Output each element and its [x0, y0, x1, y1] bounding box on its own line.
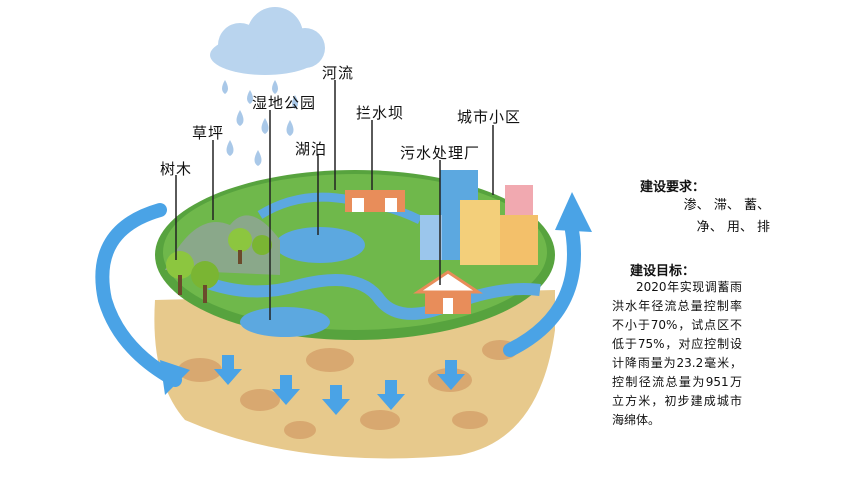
right-cycle-arrow: [503, 213, 581, 357]
wetland-shape: [240, 307, 330, 337]
dam-icon: [345, 190, 405, 212]
label-residential: 城市小区: [457, 108, 522, 126]
label-sewage-plant: 污水处理厂: [400, 144, 481, 162]
requirement-item: 渗: [683, 198, 697, 213]
sewage-plant-icon: [413, 270, 483, 314]
goals-title: 建设目标：: [630, 264, 696, 279]
requirement-item: 滞: [713, 198, 727, 213]
label-lake: 湖泊: [295, 140, 328, 158]
label-trees: 树木: [160, 160, 193, 178]
label-wetland-park: 湿地公园: [252, 94, 317, 112]
requirement-item: 用: [726, 220, 740, 235]
requirement-item: 蓄: [743, 198, 757, 213]
requirement-item: 净: [696, 220, 710, 235]
tree-icons: [166, 228, 272, 303]
requirements-items: 渗、 滞、 蓄、 净、 用、 排: [620, 195, 770, 239]
goals-text: 2020年实现调蓄雨洪水年径流总量控制率不小于70%，试点区不低于75%，对应控…: [612, 280, 742, 427]
raindrop-icons: [222, 80, 298, 166]
requirement-item: 排: [756, 220, 770, 235]
cloud-icon: [210, 7, 325, 75]
hill-shape: [165, 215, 280, 275]
label-dam: 拦水坝: [356, 104, 405, 122]
requirements-title: 建设要求：: [640, 180, 706, 195]
label-lawn: 草坪: [192, 124, 225, 142]
lake-shape: [275, 227, 365, 263]
label-lines: [175, 80, 494, 320]
building-icons: [420, 170, 538, 265]
label-river: 河流: [322, 64, 355, 82]
river-path: [197, 274, 541, 320]
infiltration-arrow-icons: [214, 355, 465, 415]
left-cycle-arrow: [95, 203, 182, 387]
